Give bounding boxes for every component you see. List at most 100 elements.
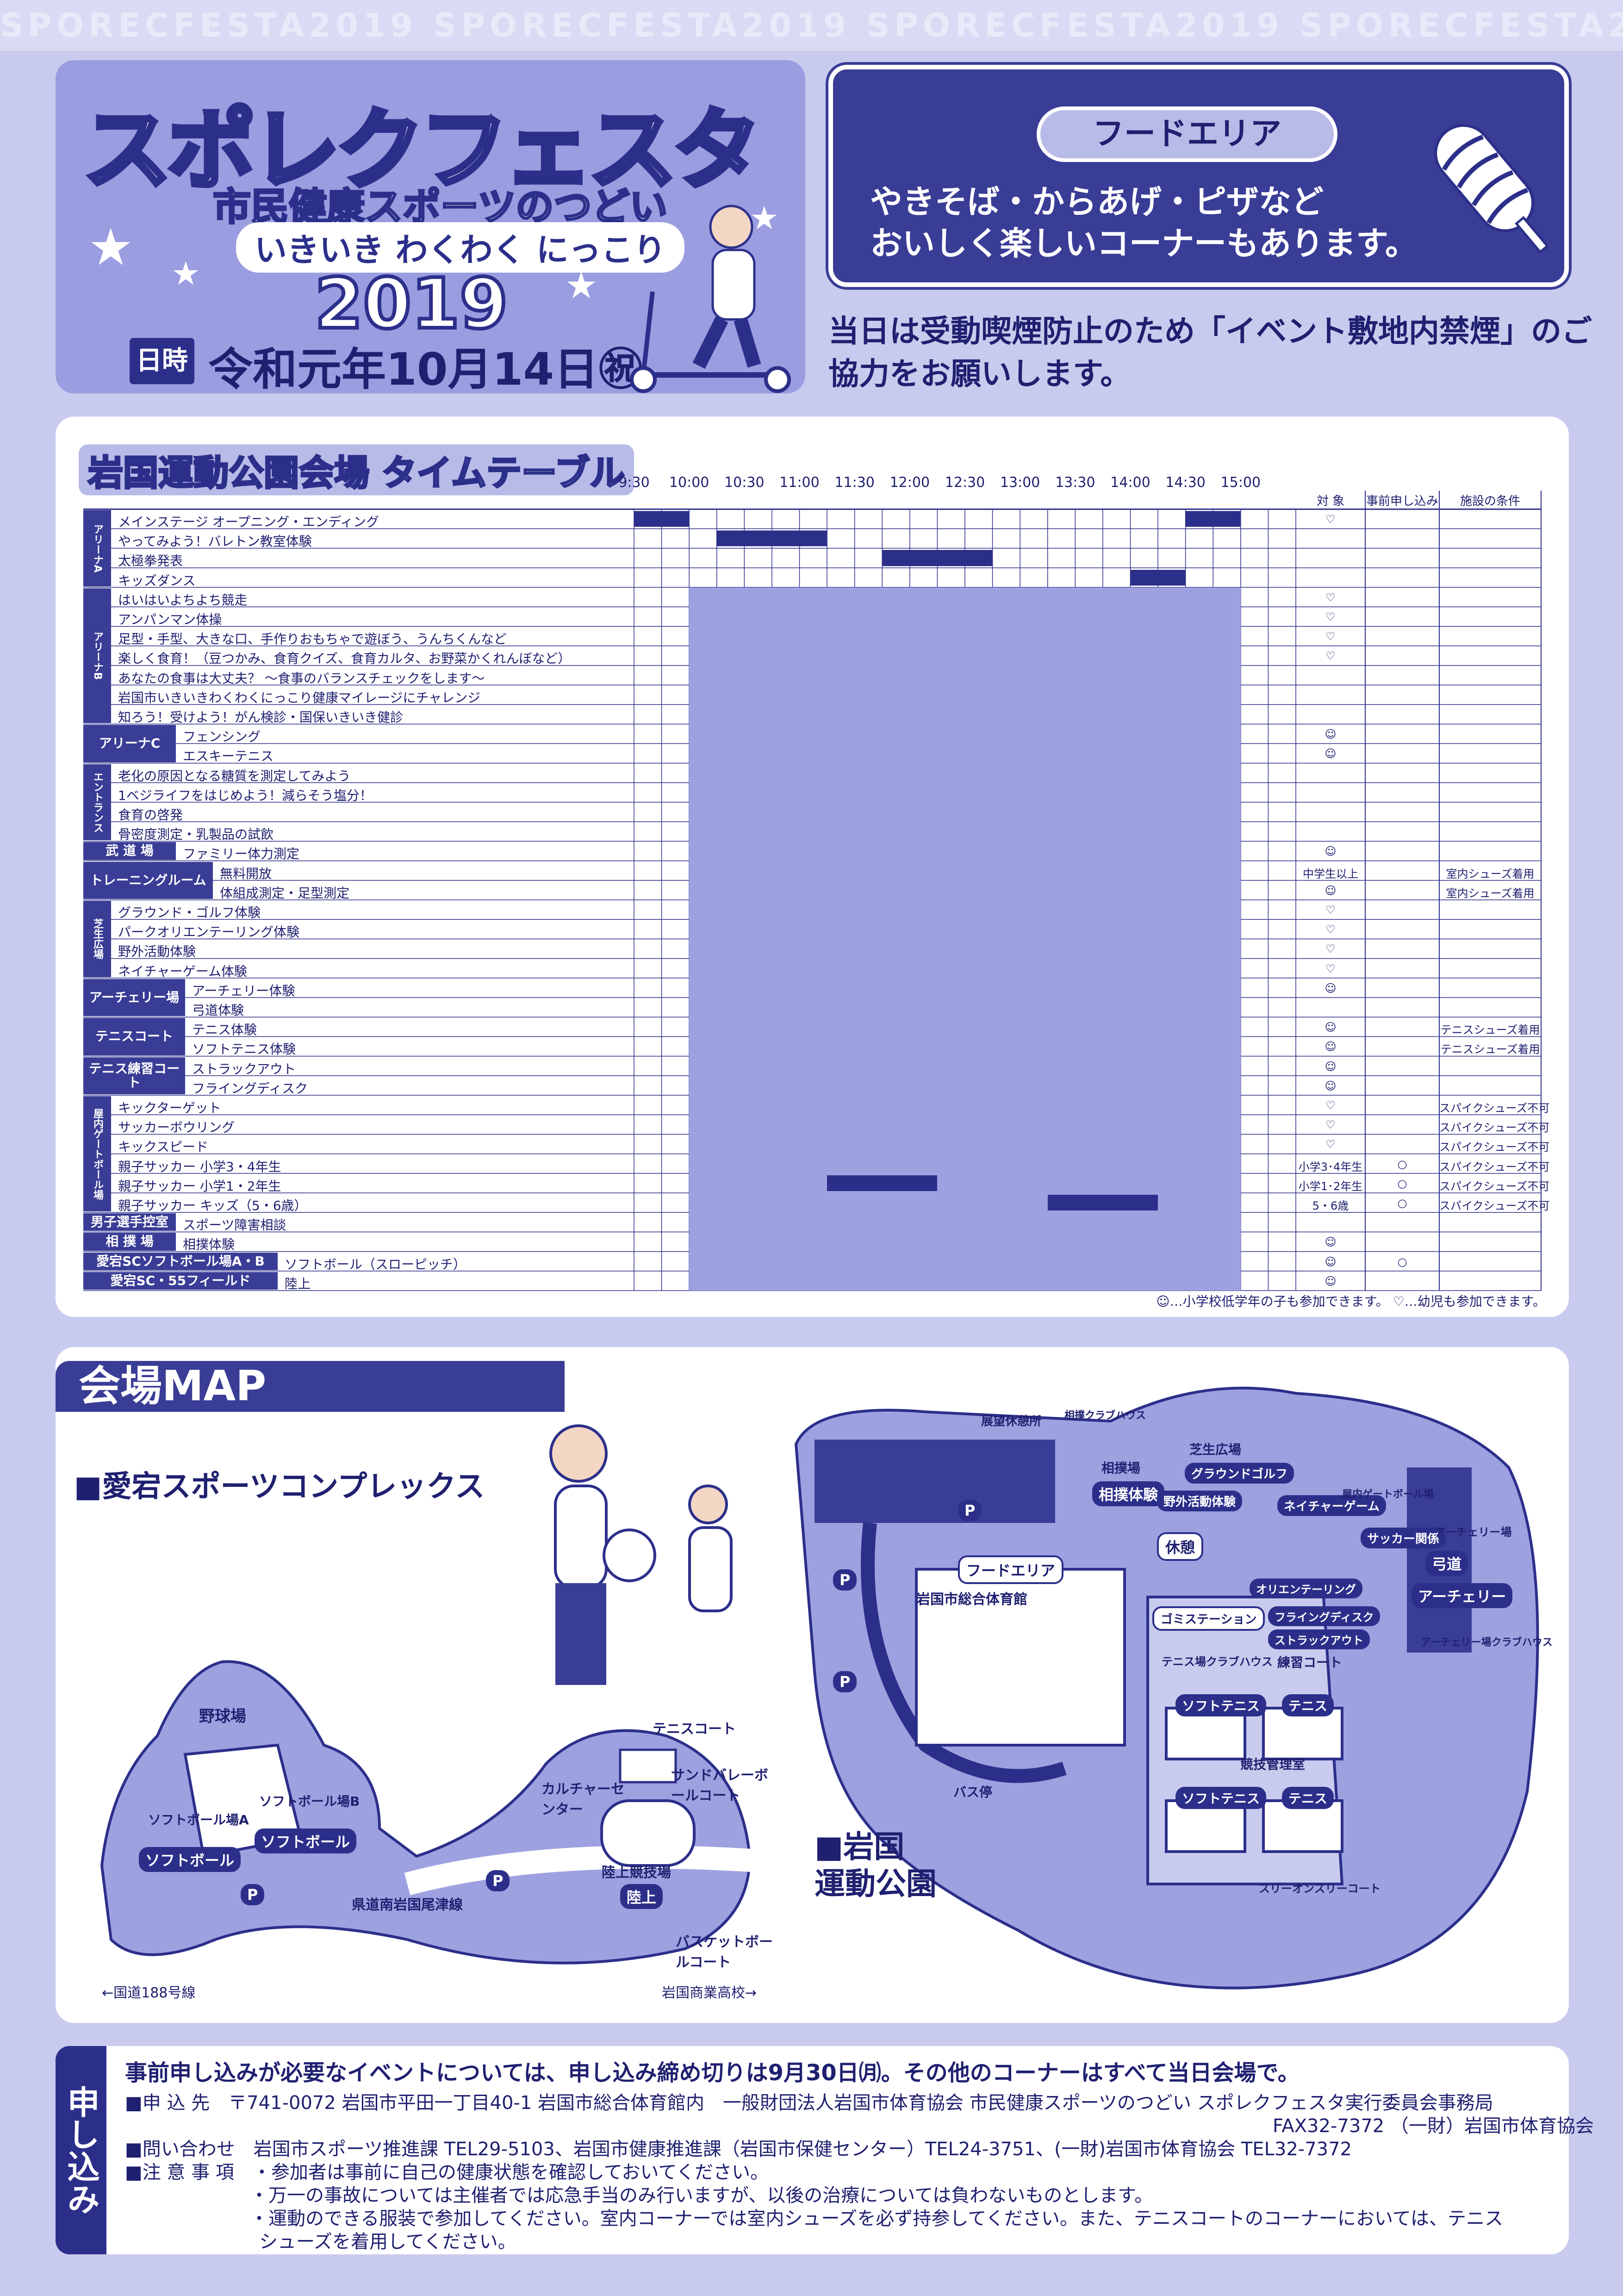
map-label-gym: 岩国市総合体育館	[916, 1591, 1027, 1608]
application-notes-4: シューズを着用してください。	[259, 2231, 516, 2252]
schedule-bar	[882, 550, 993, 566]
row-target: ♡	[1325, 923, 1336, 936]
food-area-label: フードエリア	[1037, 106, 1337, 162]
iwakuni-park-title: ■岩国 運動公園	[815, 1829, 937, 1902]
timetable-category: トレーニングルーム	[83, 861, 213, 899]
map-tag-nature-game: ネイチャーゲーム	[1277, 1495, 1386, 1516]
timetable-row-label: 無料開放	[220, 866, 272, 881]
map-tag-soccer: サッカー関係	[1361, 1528, 1446, 1548]
timetable-row-label: 老化の原因となる糖質を測定してみよう	[118, 768, 351, 784]
application-notes-1: ■注 意 事 項 ・参加者は事前に自己の健康状態を確認しておいてください。	[125, 2162, 769, 2183]
map-label-lawn: 芝生広場	[1189, 1442, 1242, 1457]
map-tag-sumo: 相撲体験	[1092, 1481, 1165, 1506]
timetable-category: 武 道 場	[83, 842, 176, 860]
timetable-row-label: 体組成測定・足型測定	[220, 885, 350, 901]
map-tag-tennis-1: テニス	[1282, 1694, 1334, 1716]
timetable-row-label: 相撲体験	[183, 1237, 235, 1253]
map-label-culture-center: カルチャーセンター	[541, 1781, 625, 1818]
row-target: ♡	[1325, 904, 1336, 917]
hour-label: 13:30	[1055, 474, 1095, 491]
map-label-sand-volleyball: サンドバレーボールコート	[671, 1767, 768, 1804]
hour-label: 10:00	[669, 474, 709, 491]
iwakuni-park-map-drawing	[794, 1386, 1539, 1990]
map-label-basketball: バスケットボールコート	[676, 1934, 773, 1971]
timetable-row-label: パークオリエンテーリング体験	[118, 924, 300, 940]
timetable-row-label: 知ろう！受けよう！がん検診・国保いきいき健診	[118, 710, 404, 725]
map-label-softball-b: ソフトボール場B	[259, 1794, 360, 1809]
row-target: 小学1･2年生	[1298, 1179, 1363, 1193]
row-target: ☺	[1325, 1079, 1337, 1092]
row-condition: スパイクシューズ不可	[1439, 1102, 1550, 1115]
map-label-softball-a: ソフトボール場A	[148, 1812, 249, 1828]
star-icon: ★	[565, 264, 598, 307]
timetable-category: 屋内ゲートボール場	[83, 1096, 111, 1212]
hour-label: 12:00	[889, 474, 930, 491]
schedule-bar	[827, 1175, 938, 1191]
timetable-row-label: 親子サッカー 小学1・2年生	[118, 1178, 281, 1194]
row-target: 小学3･4年生	[1298, 1160, 1363, 1173]
timetable-category: アリーナB	[83, 588, 111, 724]
timetable-category: 男子選手控室	[83, 1213, 176, 1231]
timetable-row-label: 親子サッカー 小学3・4年生	[118, 1159, 281, 1174]
row-condition: テニスシューズ着用	[1440, 1043, 1540, 1056]
map-label-track: 陸上競技場	[602, 1865, 671, 1881]
hour-label: 15:00	[1220, 474, 1261, 491]
event-slogan: いきいき わくわく にっこり	[236, 222, 684, 273]
col-preregister-header: 事前申し込み	[1366, 494, 1438, 508]
timetable-row-label: ストラックアウト	[192, 1061, 296, 1077]
parking-icon: P	[486, 1870, 510, 1891]
timetable-category: 愛宕SC・55フィールド	[83, 1272, 278, 1290]
map-label-tennis-clubhouse: テニス場クラブハウス	[1162, 1655, 1273, 1668]
row-target: ☺	[1325, 884, 1337, 897]
map-tag-orienteering: オリエンテーリング	[1250, 1578, 1362, 1598]
schedule-bar	[716, 530, 827, 547]
map-label-sumo-clubhouse: 相撲クラブハウス	[1064, 1410, 1146, 1422]
star-icon: ★	[171, 255, 200, 293]
row-target: 中学生以上	[1303, 867, 1358, 880]
row-preregister: ○	[1397, 1177, 1407, 1190]
event-year: 2019	[313, 262, 510, 346]
map-label-road: 県道南岩国尾津線	[352, 1897, 463, 1913]
timetable-row-label: ソフトテニス体験	[192, 1042, 296, 1057]
map-tag-tennis-2: テニス	[1282, 1787, 1334, 1809]
family-ball-illustration	[549, 1424, 733, 1685]
timetable-category: アリーナC	[83, 725, 176, 762]
row-target: ☺	[1325, 1274, 1337, 1288]
venue-map-panel: 会場MAP ■愛宕スポーツコンプレックス 野球場 ソフトボール場A ソフトボール…	[56, 1347, 1569, 2023]
row-target: ☺	[1325, 981, 1337, 995]
star-icon: ★	[750, 199, 779, 237]
map-label-3on3-court: スリーオンスリーコート	[1259, 1882, 1381, 1895]
timetable-row-label: エスキーテニス	[183, 749, 274, 764]
timetable-row-label: アーチェリー体験	[192, 983, 295, 998]
application-fax: FAX32-7372 （一財）岩国市体育協会	[1273, 2115, 1594, 2137]
application-panel: 申し込み 事前申し込みが必要なイベントについては、申し込み締め切りは9月30日㈪…	[56, 2046, 1594, 2254]
hour-label: 14:00	[1110, 474, 1150, 491]
timetable-category: 愛宕SCソフトボール場A・B	[83, 1252, 278, 1270]
timetable-row-label: キックスピード	[118, 1139, 209, 1155]
col-condition-header: 施設の条件	[1460, 494, 1520, 508]
map-tag-ground-golf: グラウンドゴルフ	[1185, 1463, 1294, 1484]
row-target: ♡	[1325, 630, 1336, 643]
timetable-row-label: ファミリー体力測定	[183, 846, 300, 862]
hour-label: 14:30	[1165, 474, 1206, 491]
timetable-row-label: グラウンド・ゴルフ体験	[118, 905, 261, 920]
application-headline: 事前申し込みが必要なイベントについては、申し込み締め切りは9月30日㈪。その他の…	[125, 2060, 1300, 2086]
timetable-row-label: 太極拳発表	[118, 553, 183, 569]
row-target: ☺	[1325, 1040, 1337, 1054]
map-label-view: 展望休憩所	[981, 1415, 1042, 1429]
map-label-bus-stop: バス停	[953, 1784, 993, 1800]
timetable-category: アーチェリー場	[83, 979, 185, 1017]
map-label-baseball: 野球場	[199, 1707, 246, 1726]
timetable-row-label: 岩国市いきいきわくわくにっこり健康マイレージにチャレンジ	[118, 690, 481, 705]
map-label-sumo: 相撲場	[1101, 1460, 1141, 1476]
hero-banner: スポレクフェスタ 市民健康スポーツのつどい いきいき わくわく にっこり 201…	[56, 60, 805, 393]
map-tag-food-area: フードエリア	[958, 1555, 1064, 1584]
map-tag-kyudo: 弓道	[1425, 1551, 1468, 1576]
map-label-route188: ←国道188号線	[102, 1985, 196, 2001]
map-tag-outdoor: 野外活動体験	[1157, 1491, 1243, 1511]
application-address: ■申 込 先 〒741-0072 岩国市平田一丁目40-1 岩国市総合体育館内 …	[125, 2092, 1493, 2114]
corndog-icon	[1434, 124, 1549, 254]
timetable-row-label: 弓道体験	[192, 1003, 244, 1018]
timetable-row-label: 骨密度測定・乳製品の試飲	[118, 827, 274, 842]
